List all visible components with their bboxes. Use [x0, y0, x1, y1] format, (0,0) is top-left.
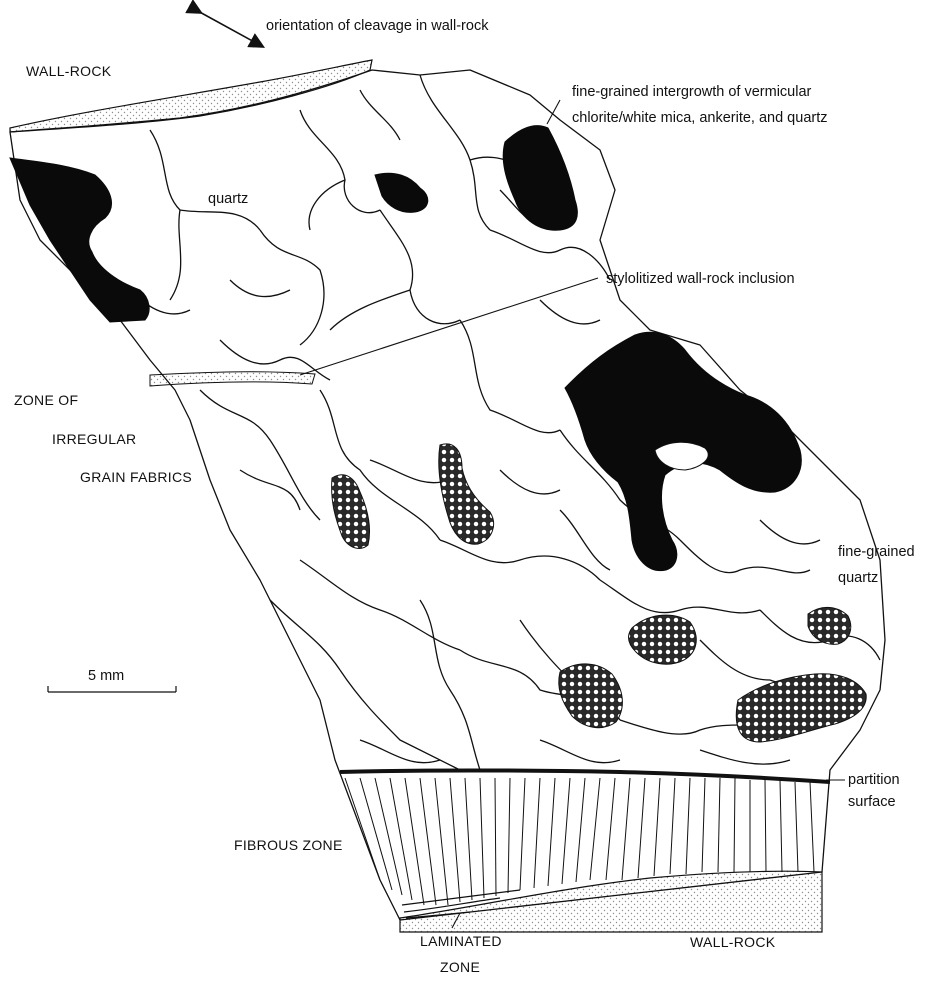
label-quartz: quartz — [208, 191, 248, 207]
label-zone-irregular-3: GRAIN FABRICS — [80, 469, 192, 485]
pointer-intergrowth — [547, 100, 560, 124]
label-fibrous-zone: FIBROUS ZONE — [234, 837, 343, 853]
pointer-stylolitized — [300, 278, 598, 375]
cleavage-arrow — [196, 10, 258, 44]
scale-bar — [48, 686, 176, 692]
fine-grained-quartz-clusters — [332, 444, 867, 742]
label-intergrowth-2: chlorite/white mica, ankerite, and quart… — [572, 110, 828, 126]
label-stylolitized: stylolitized wall-rock inclusion — [606, 271, 795, 287]
label-wall-rock-bottom: WALL-ROCK — [690, 934, 776, 950]
label-laminated-2: ZONE — [440, 959, 480, 975]
label-fine-quartz-2: quartz — [838, 570, 878, 586]
label-wall-rock-top: WALL-ROCK — [26, 63, 112, 79]
label-cleavage: orientation of cleavage in wall-rock — [266, 18, 489, 34]
stylolitized-inclusion — [150, 372, 315, 386]
label-zone-irregular-1: ZONE OF — [14, 392, 78, 408]
label-scale: 5 mm — [88, 668, 124, 684]
label-partition-2: surface — [848, 794, 896, 810]
label-laminated-1: LAMINATED — [420, 933, 502, 949]
label-partition-1: partition — [848, 772, 900, 788]
label-fine-quartz-1: fine-grained — [838, 544, 915, 560]
wall-rock-bottom — [400, 871, 822, 932]
label-zone-irregular-2: IRREGULAR — [52, 431, 136, 447]
label-intergrowth-1: fine-grained intergrowth of vermicular — [572, 84, 812, 100]
intergrowth-patches — [10, 126, 801, 571]
